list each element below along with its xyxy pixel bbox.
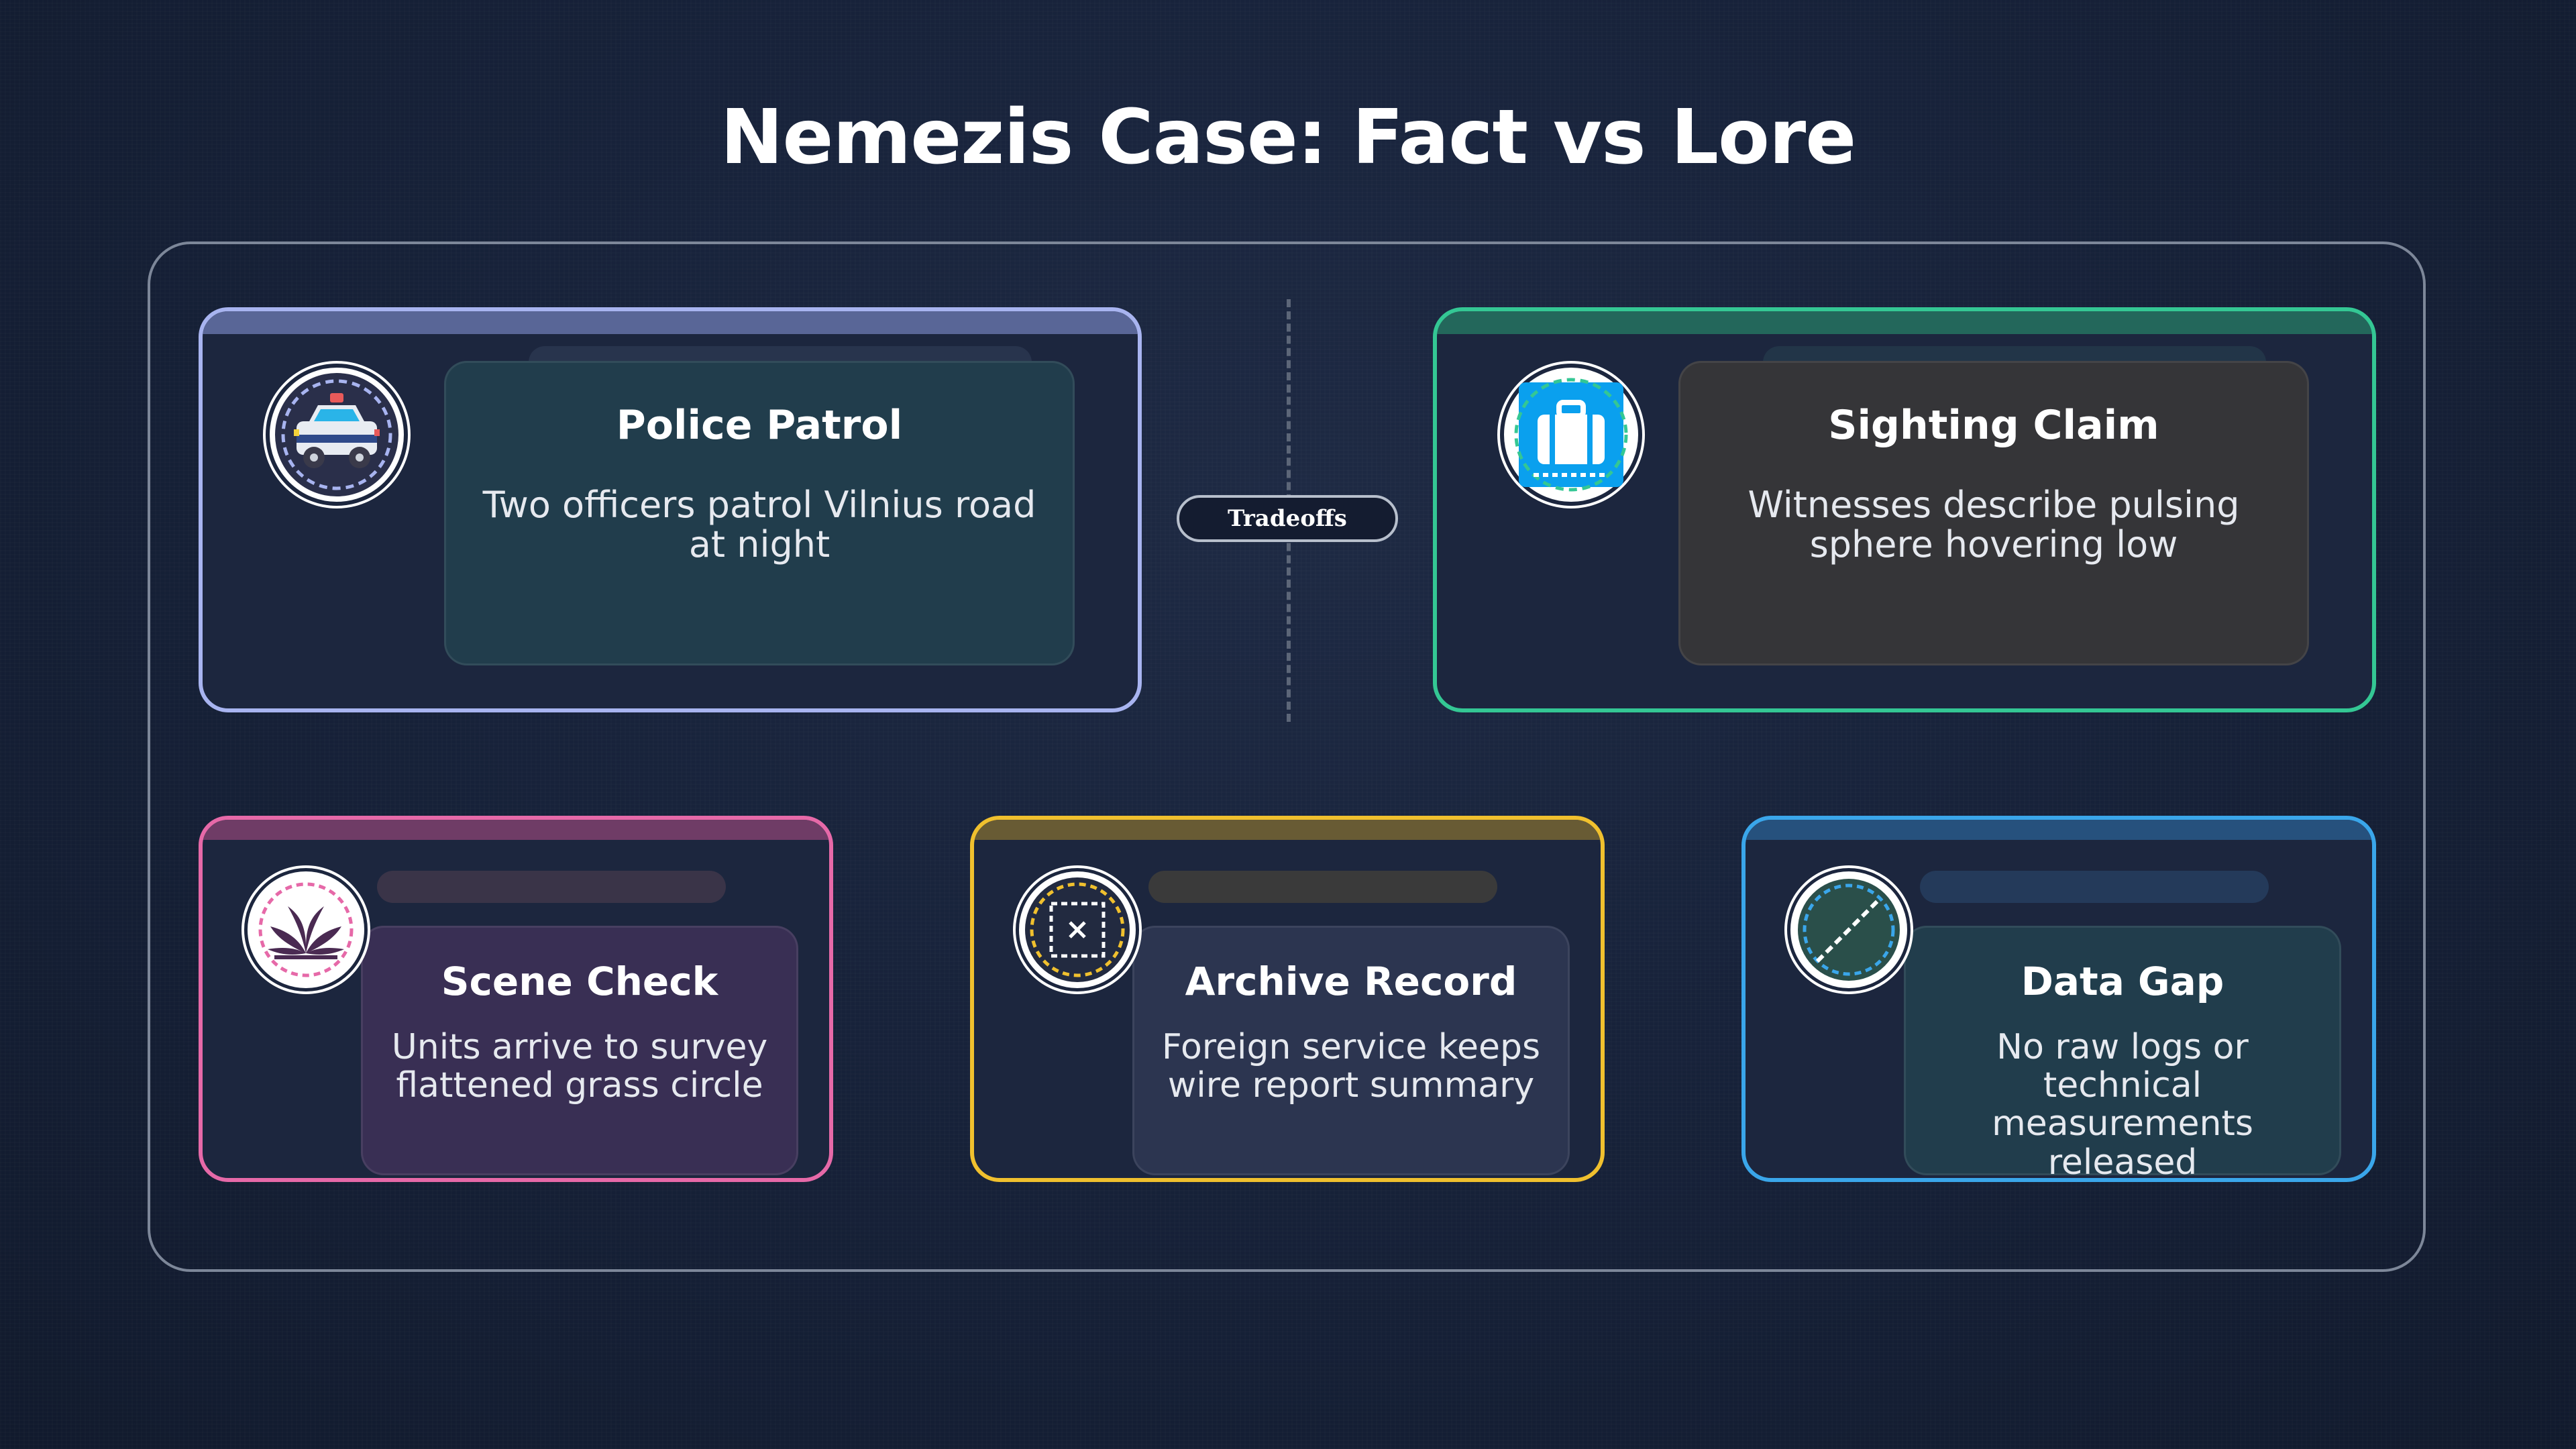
police-car-graphic	[275, 373, 398, 496]
luggage-icon	[1500, 364, 1642, 506]
police-car-icon	[266, 364, 408, 506]
no-data-icon	[1787, 868, 1911, 991]
grass-icon	[244, 868, 368, 991]
sighting-claim-panel: Sighting Claim Witnesses describe pulsin…	[1678, 361, 2309, 665]
page-title: Nemezis Case: Fact vs Lore	[720, 94, 1856, 181]
police-patrol-panel: Police Patrol Two officers patrol Vilniu…	[444, 361, 1075, 665]
card-body: Witnesses describe pulsing sphere hoveri…	[1748, 484, 2240, 566]
scene-check-panel: Scene Check Units arrive to survey flatt…	[361, 926, 798, 1175]
tradeoffs-pill: Tradeoffs	[1177, 495, 1398, 542]
data-gap-card: Data Gap No raw logs or technical measur…	[1741, 816, 2376, 1182]
card-header-shadow	[377, 871, 726, 903]
card-header-strip	[203, 820, 829, 840]
card-heading: Police Patrol	[616, 402, 903, 449]
grass-graphic	[251, 875, 361, 985]
card-body: No raw logs or technical measurements re…	[1992, 1027, 2253, 1182]
card-heading: Data Gap	[2021, 959, 2224, 1004]
card-body: Foreign service keeps wire report summar…	[1161, 1027, 1541, 1106]
no-data-graphic	[1794, 875, 1904, 985]
luggage-graphic	[1509, 373, 1633, 496]
scene-check-card: Scene Check Units arrive to survey flatt…	[199, 816, 833, 1182]
card-header-shadow	[1920, 871, 2269, 903]
archive-record-panel: Archive Record Foreign service keeps wir…	[1132, 926, 1570, 1175]
card-body: Two officers patrol Vilnius road at nigh…	[482, 484, 1036, 566]
archive-record-card: Archive Record Foreign service keeps wir…	[970, 816, 1605, 1182]
card-body: Units arrive to survey flattened grass c…	[391, 1027, 768, 1106]
card-heading: Scene Check	[441, 959, 718, 1004]
card-header-shadow	[1148, 871, 1497, 903]
card-heading: Archive Record	[1185, 959, 1517, 1004]
police-patrol-card: Police Patrol Two officers patrol Vilniu…	[199, 307, 1142, 712]
diagram-frame	[148, 241, 2426, 1272]
card-header-strip	[203, 311, 1138, 334]
crossed-box-graphic	[1022, 875, 1132, 985]
crossed-box-icon	[1016, 868, 1139, 991]
card-header-strip	[1746, 820, 2372, 840]
card-header-strip	[974, 820, 1601, 840]
card-header-strip	[1437, 311, 2372, 334]
card-heading: Sighting Claim	[1828, 402, 2159, 449]
data-gap-panel: Data Gap No raw logs or technical measur…	[1904, 926, 2341, 1178]
sighting-claim-card: Sighting Claim Witnesses describe pulsin…	[1433, 307, 2376, 712]
